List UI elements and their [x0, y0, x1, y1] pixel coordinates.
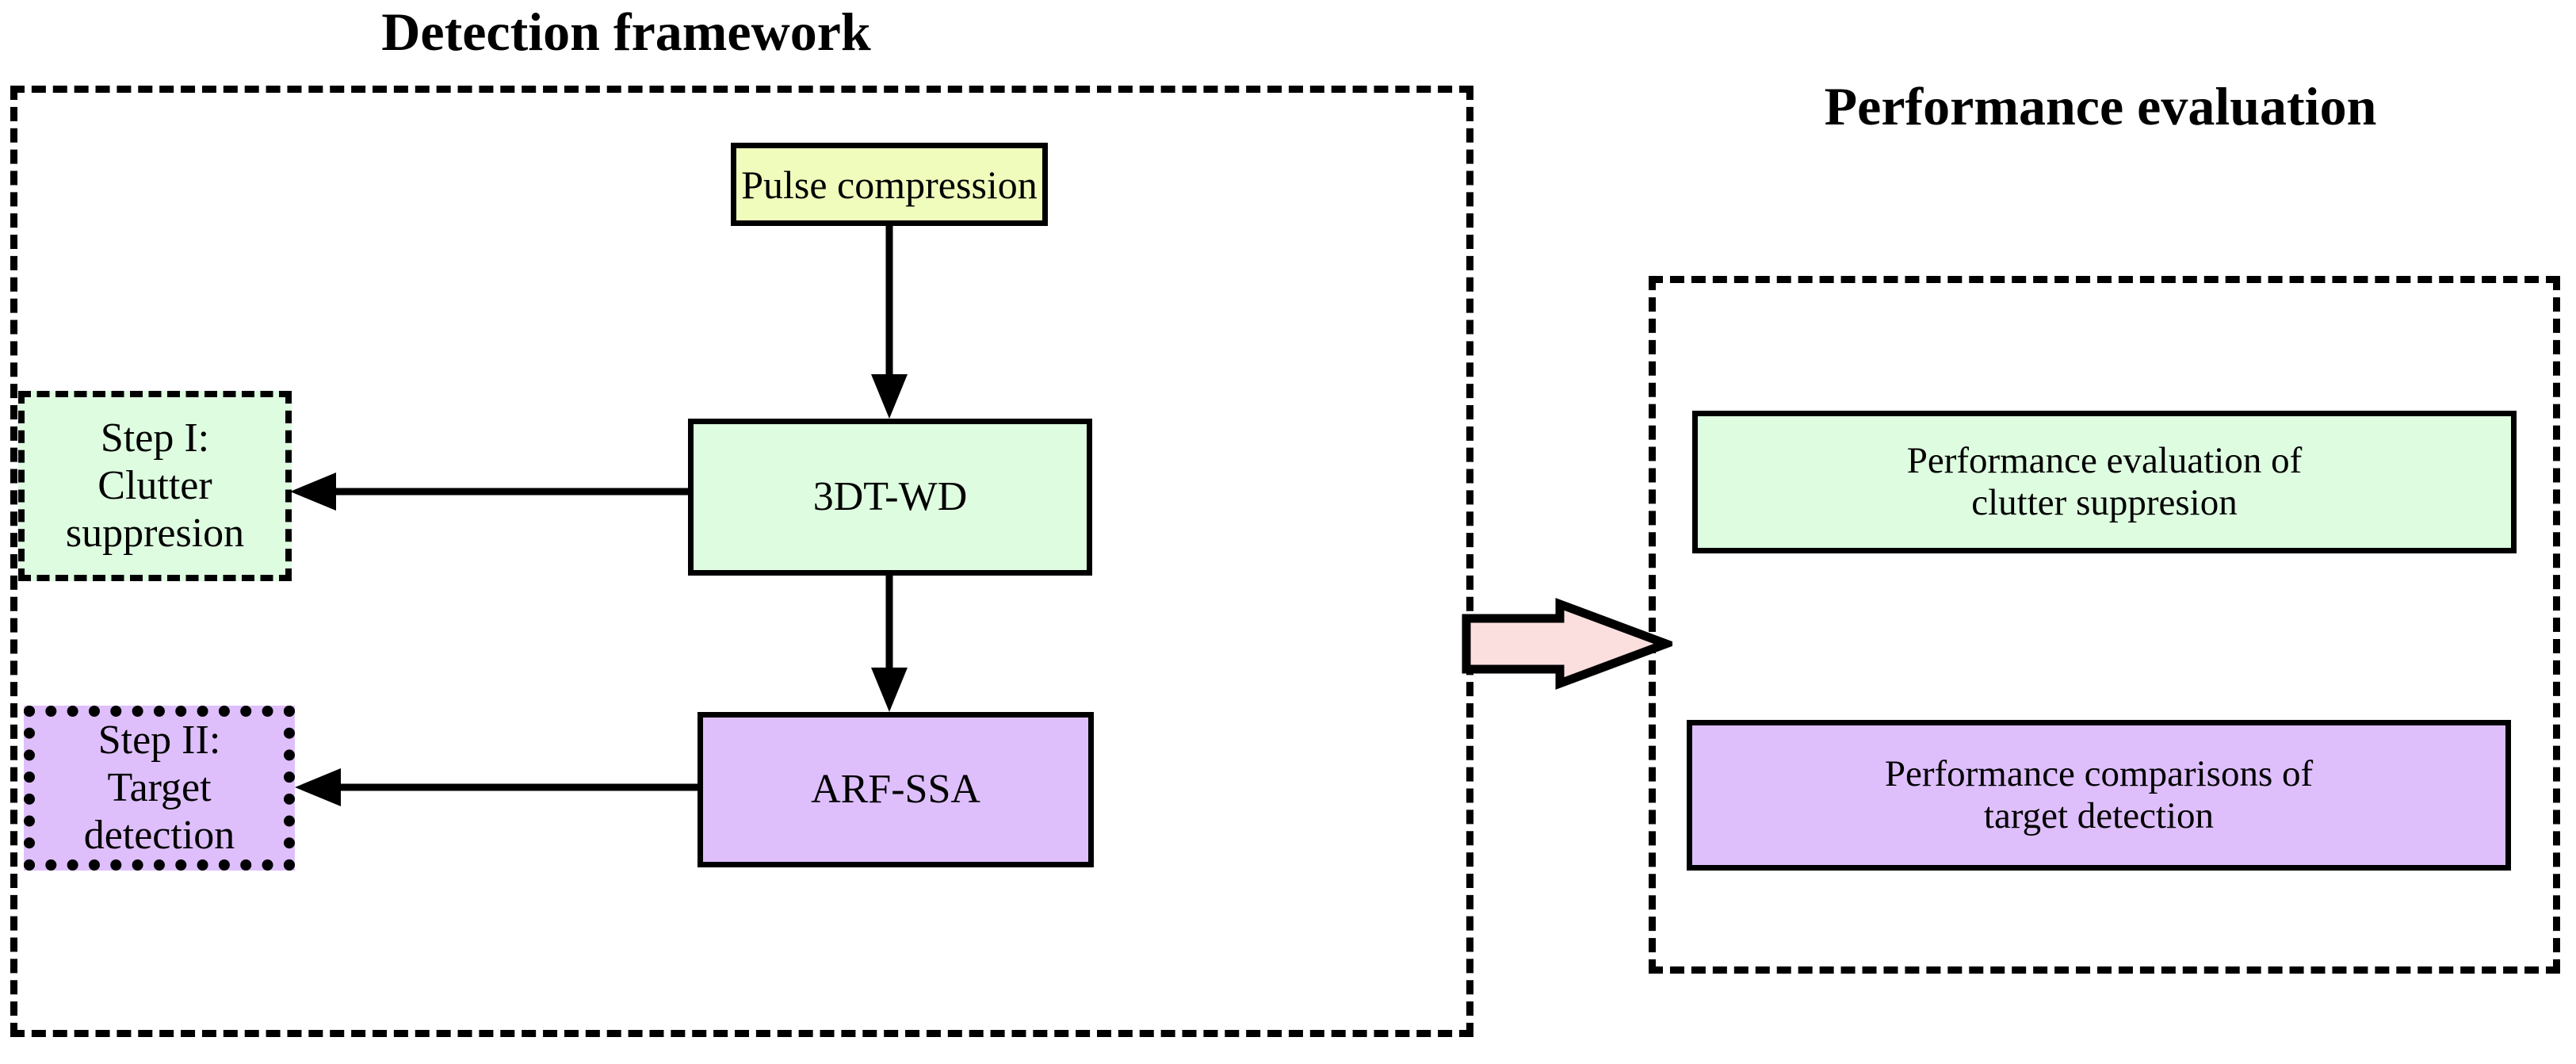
step-1-line-2: Clutter suppresion [65, 462, 245, 557]
step-1-clutter-suppresion-box[interactable]: Step I: Clutter suppresion [18, 391, 292, 581]
pulse-compression-label: Pulse compression [741, 162, 1038, 207]
performance-evaluation-title: Performance evaluation [1824, 76, 2377, 136]
perf-target-line-1: Performance comparisons of [1884, 753, 2314, 795]
perf-target-line-2: target detection [1983, 795, 2215, 836]
perf-clutter-line-1: Performance evaluation of [1906, 440, 2303, 482]
detection-framework-title: Detection framework [381, 2, 871, 62]
arf-ssa-label: ARF-SSA [811, 766, 980, 812]
pulse-compression-box[interactable]: Pulse compression [731, 143, 1048, 226]
detection-framework-panel [10, 86, 1473, 1037]
step-1-text-group: Step I: Clutter suppresion [25, 415, 285, 558]
3dt-wd-box[interactable]: 3DT-WD [688, 419, 1092, 576]
3dt-wd-label: 3DT-WD [812, 473, 968, 519]
step-2-line-1: Step II: [97, 717, 221, 763]
performance-comparisons-target-box[interactable]: Performance comparisons of target detect… [1687, 720, 2511, 871]
performance-evaluation-clutter-box[interactable]: Performance evaluation of clutter suppre… [1692, 411, 2517, 553]
arf-ssa-box[interactable]: ARF-SSA [698, 712, 1094, 867]
perf-target-text-group: Performance comparisons of target detect… [1885, 753, 2313, 836]
perf-clutter-text-group: Performance evaluation of clutter suppre… [1907, 440, 2303, 523]
step-2-target-detection-box[interactable]: Step II: Target detection [24, 706, 295, 871]
step-2-text-group: Step II: Target detection [35, 717, 284, 860]
framework-to-evaluation-block-arrow [1462, 598, 1672, 690]
step-1-line-1: Step I: [100, 415, 210, 461]
perf-clutter-line-2: clutter suppresion [1971, 482, 2238, 523]
step-2-line-2: Target detection [83, 764, 235, 859]
performance-evaluation-panel [1649, 276, 2560, 974]
